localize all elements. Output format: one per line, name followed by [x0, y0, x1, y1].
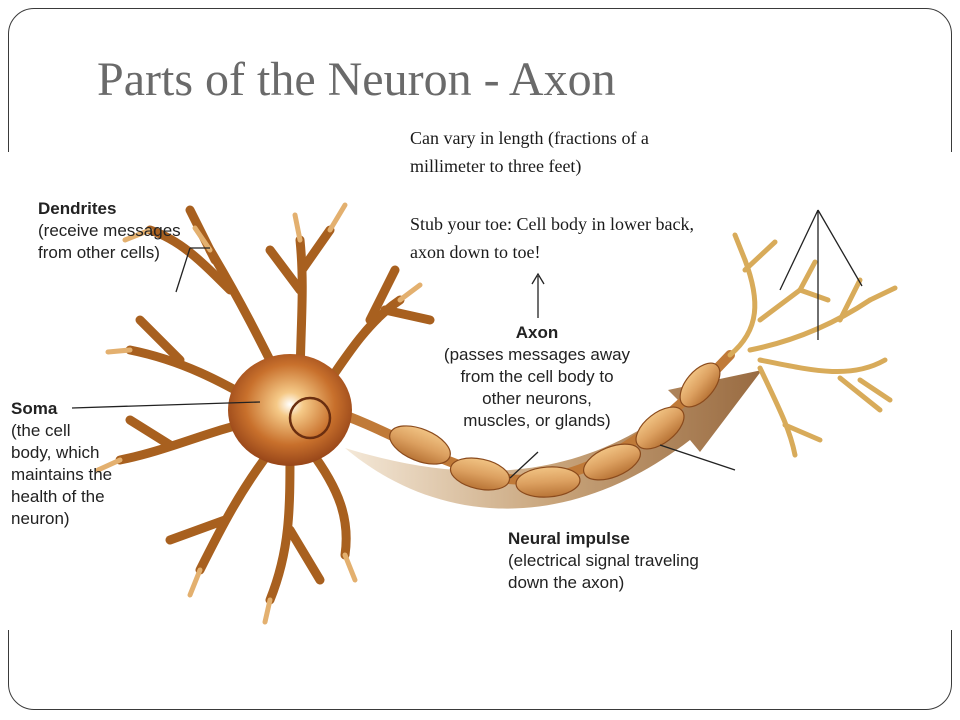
label-neural-impulse-sub: (electrical signal traveling down the ax…: [508, 551, 699, 592]
label-neural-impulse-head: Neural impulse: [508, 529, 630, 548]
label-soma-sub: (the cell body, which maintains the heal…: [11, 421, 113, 528]
label-dendrites-head: Dendrites: [38, 199, 117, 218]
label-soma: Soma (the cell body, which maintains the…: [11, 398, 112, 530]
soma-body: [228, 354, 352, 466]
axon-note: Can vary in length (fractions of a milli…: [410, 124, 710, 266]
label-axon: Axon (passes messages away from the cell…: [432, 322, 642, 432]
label-soma-head: Soma: [11, 399, 58, 418]
pointer-lines: [71, 209, 863, 479]
label-dendrites: Dendrites (receive messages from other c…: [38, 198, 181, 264]
dendrite-tips: [95, 202, 423, 625]
label-dendrites-sub: (receive messages from other cells): [38, 221, 181, 262]
up-arrow: [531, 272, 545, 318]
label-neural-impulse: Neural impulse (electrical signal travel…: [508, 528, 699, 594]
slide-title: Parts of the Neuron - Axon: [97, 53, 616, 106]
label-axon-sub: (passes messages away from the cell body…: [443, 345, 631, 430]
myelin-sheath: [389, 362, 721, 498]
nucleus: [288, 396, 332, 440]
label-axon-head: Axon: [515, 323, 559, 342]
axon-terminals: [727, 232, 898, 458]
note-stub-toe: Stub your toe: Cell body in lower back, …: [410, 214, 694, 262]
neural-impulse-arrow: [345, 370, 762, 509]
note-length: Can vary in length (fractions of a milli…: [410, 128, 649, 176]
